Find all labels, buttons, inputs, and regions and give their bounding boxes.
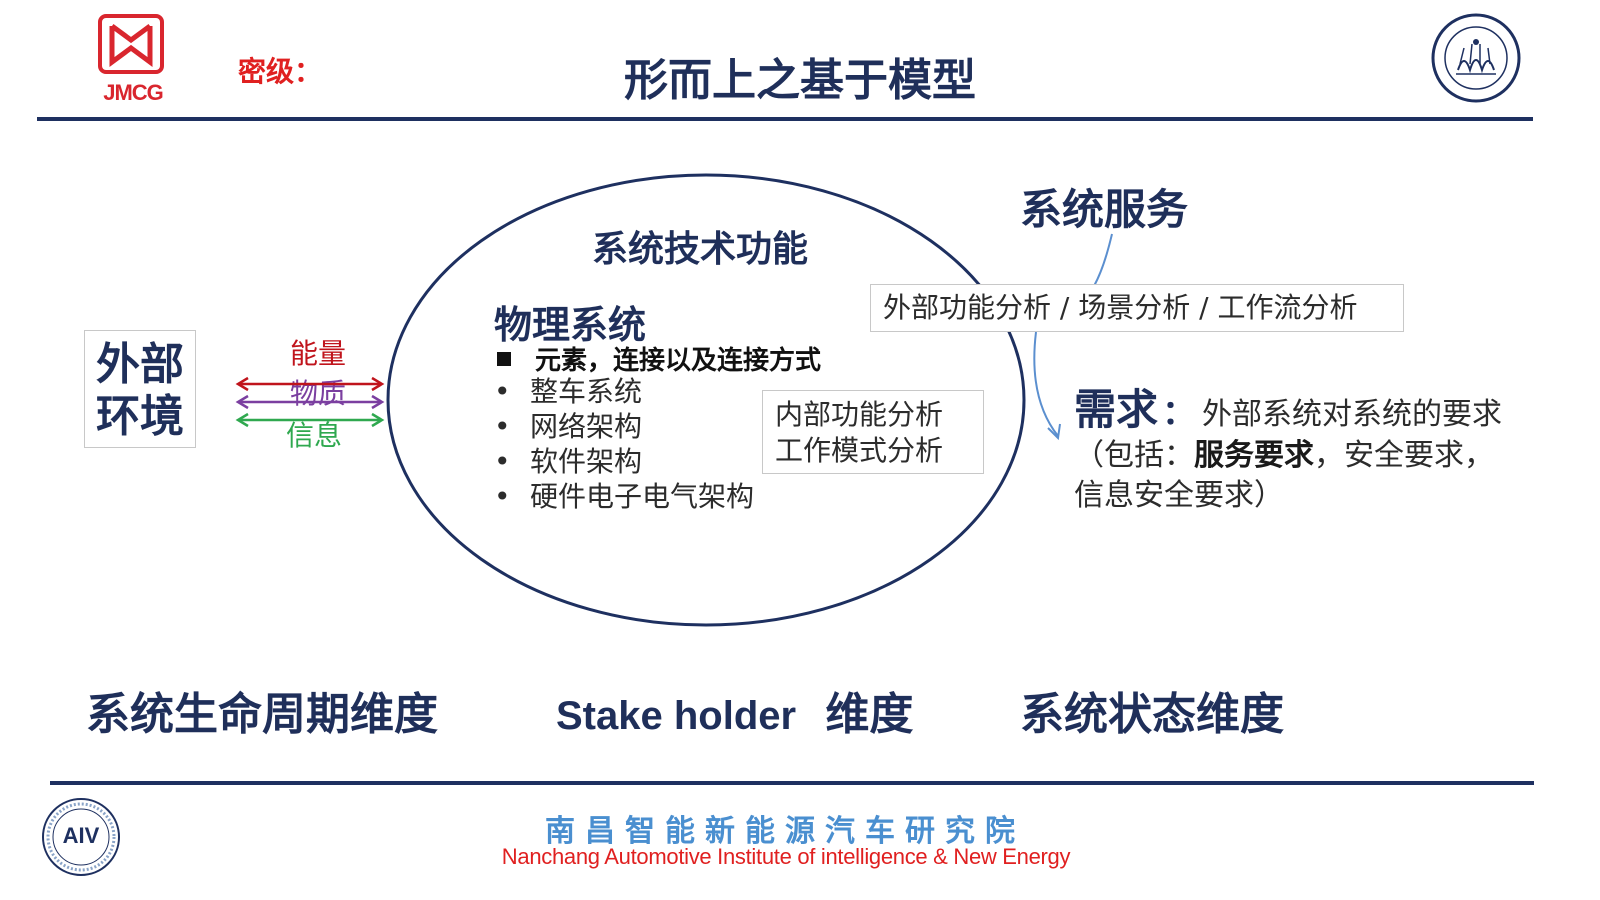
- system-boundary-ellipse: [386, 173, 1026, 627]
- physical-system-title: 物理系统: [494, 303, 647, 347]
- bullet-dot-icon: •: [494, 445, 511, 478]
- jmcg-logo-mark: [98, 14, 164, 74]
- institute-name-cn: 南昌智能新能源汽车研究院: [545, 814, 1025, 849]
- list-item: •整车系统: [494, 375, 643, 408]
- requirement-includes-line: （包括：服务要求，安全要求，: [1074, 438, 1494, 473]
- jmcg-emblem-icon: [109, 23, 153, 67]
- aiv-emblem-icon: [42, 798, 120, 876]
- institute-name-en: Nanchang Automotive Institute of intelli…: [501, 844, 1071, 869]
- bullet-dot-icon: •: [494, 375, 511, 408]
- requirement-connector-line: [1033, 331, 1059, 437]
- service-requirement-bold: 服务要求: [1194, 438, 1314, 473]
- information-arrow: [235, 412, 385, 428]
- matter-arrow: [235, 394, 385, 410]
- working-mode-analysis: 工作模式分析: [775, 434, 944, 467]
- internal-function-analysis: 内部功能分析: [775, 398, 944, 431]
- bullet-dot-icon: •: [494, 480, 511, 513]
- external-environment-box: 外部 环境: [84, 330, 196, 448]
- footer-divider: [50, 781, 1534, 785]
- external-environment-label: 外部 环境: [96, 339, 184, 442]
- physical-system-bullet-list: •整车系统 •网络架构 •软件架构 •硬件电子电气架构: [494, 374, 754, 514]
- system-service-title: 系统服务: [1020, 185, 1189, 234]
- list-item: •软件架构: [494, 445, 643, 478]
- lifecycle-dimension: 系统生命周期维度: [86, 689, 438, 740]
- flow-label-energy: 能量: [290, 337, 347, 370]
- aiv-logo-text: AIV: [62, 823, 100, 848]
- requirement-infosec-line: 信息安全要求）: [1074, 478, 1284, 513]
- requirement-description: 外部系统对系统的要求: [1202, 397, 1503, 432]
- requirement-heading: 需求: [1074, 385, 1159, 434]
- tongji-university-seal-icon: [1431, 13, 1521, 103]
- header-divider: [37, 117, 1533, 121]
- internal-analysis-box: 内部功能分析 工作模式分析: [762, 390, 984, 474]
- system-technical-function-title: 系统技术功能: [592, 229, 809, 270]
- requirement-arrowhead: [1047, 423, 1061, 441]
- square-bullet-icon: [497, 352, 511, 366]
- flow-arrows: [235, 376, 385, 428]
- bullet-dot-icon: •: [494, 410, 511, 443]
- energy-arrow: [235, 376, 385, 392]
- jmcg-logo: JMCG: [94, 14, 172, 110]
- institute-logo: AIV: [40, 796, 122, 878]
- jmcg-logo-text: JMCG: [103, 80, 164, 105]
- system-state-dimension: 系统状态维度: [1020, 689, 1284, 740]
- requirement-line: 需求：外部系统对系统的要求: [1074, 385, 1503, 434]
- page-title: 形而上之基于模型: [624, 55, 976, 106]
- list-item: •硬件电子电气架构: [494, 480, 755, 513]
- service-connector-line: [1093, 233, 1113, 287]
- stakeholder-dimension: Stake holder 维度: [556, 689, 914, 740]
- list-item: •网络架构: [494, 410, 643, 443]
- classification-label: 密级：: [238, 55, 323, 88]
- flow-label-information: 信息: [286, 419, 343, 452]
- external-analysis-box: 外部功能分析 / 场景分析 / 工作流分析: [870, 284, 1404, 332]
- elements-connections-item: 元素，连接以及连接方式: [497, 340, 821, 377]
